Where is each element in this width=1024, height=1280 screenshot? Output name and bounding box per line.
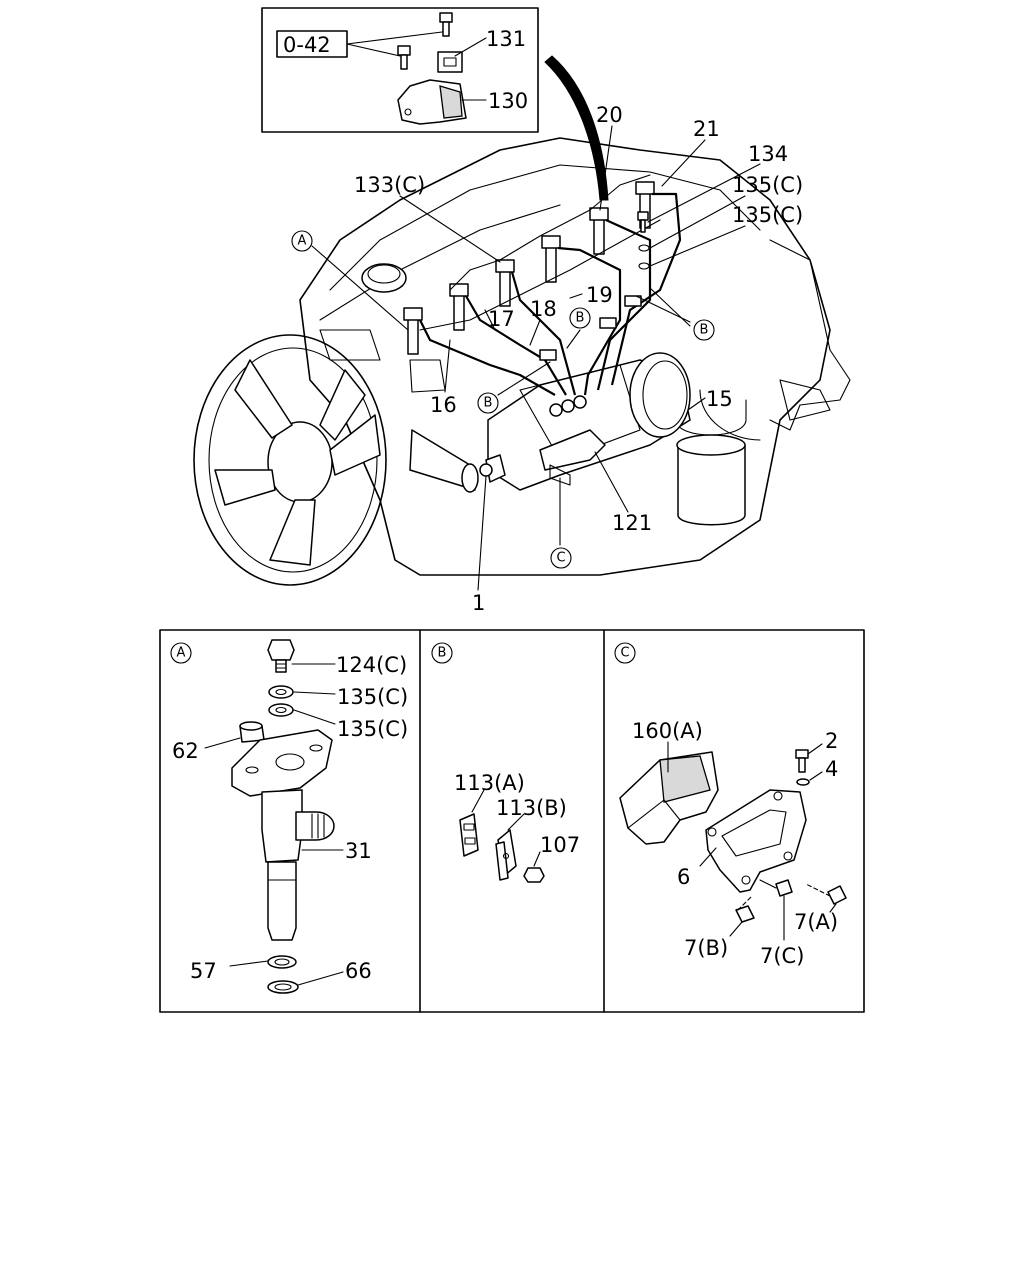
callout-16: 16 bbox=[430, 393, 457, 417]
panel-c-label-6: 6 bbox=[677, 865, 690, 889]
panel-a-label-135c-upper: 135(C) bbox=[337, 685, 408, 709]
gasket-66 bbox=[267, 980, 299, 994]
clamp-113b bbox=[495, 829, 517, 881]
washer-57 bbox=[267, 955, 297, 969]
washer-4 bbox=[796, 778, 810, 786]
panel-b-label-107: 107 bbox=[540, 833, 580, 857]
panel-c-label-7b: 7(B) bbox=[684, 936, 728, 960]
svg-text:A: A bbox=[177, 646, 186, 661]
injector-1 bbox=[407, 317, 419, 355]
callout-134: 134 bbox=[748, 142, 788, 166]
washer-135c-upper bbox=[268, 685, 294, 699]
oil-filler-cap bbox=[361, 263, 407, 293]
inset-frame bbox=[261, 7, 539, 133]
callout-19: 19 bbox=[586, 283, 613, 307]
callout-133c: 133(C) bbox=[354, 173, 425, 197]
panel-a-marker: A bbox=[170, 642, 192, 664]
panel-c-marker: C bbox=[614, 642, 636, 664]
panel-c-bracket-detail: C bbox=[614, 642, 847, 968]
clamp-113a bbox=[459, 813, 479, 857]
oil-filter bbox=[675, 399, 747, 526]
engine-assembly bbox=[299, 137, 851, 576]
panel-a-label-135c-lower: 135(C) bbox=[337, 717, 408, 741]
injection-pump bbox=[479, 352, 691, 491]
panel-c-label-160a: 160(A) bbox=[632, 719, 703, 743]
nut-62 bbox=[239, 721, 265, 743]
callout-15: 15 bbox=[706, 387, 733, 411]
marker-c-main: C bbox=[550, 547, 572, 569]
panel-b-label-113b: 113(B) bbox=[496, 796, 567, 820]
callout-18: 18 bbox=[530, 297, 557, 321]
panel-c-label-4: 4 bbox=[825, 757, 838, 781]
callout-21: 21 bbox=[693, 117, 720, 141]
panel-c-label-7a: 7(A) bbox=[794, 910, 838, 934]
injector-5 bbox=[593, 217, 605, 255]
panel-a-injector-detail: A bbox=[170, 639, 408, 994]
pump-governor bbox=[629, 352, 691, 438]
callout-121: 121 bbox=[612, 511, 652, 535]
detail-panels-frame bbox=[159, 629, 865, 1013]
panel-a-label-62: 62 bbox=[172, 739, 199, 763]
svg-text:B: B bbox=[438, 646, 447, 661]
panel-c-label-7c: 7(C) bbox=[760, 944, 804, 968]
fuel-injection-lines bbox=[403, 174, 682, 396]
svg-text:C: C bbox=[556, 551, 565, 566]
panel-b-label-113a: 113(A) bbox=[454, 771, 525, 795]
panel-a-label-66: 66 bbox=[345, 959, 372, 983]
callout-135c-upper: 135(C) bbox=[732, 173, 803, 197]
panel-b-marker: B bbox=[431, 642, 453, 664]
panel-a-label-57: 57 bbox=[190, 959, 217, 983]
cooling-fan bbox=[193, 334, 387, 586]
callout-1: 1 bbox=[472, 591, 485, 615]
bolt-7b bbox=[735, 895, 755, 923]
injector-4 bbox=[545, 245, 557, 283]
callout-17: 17 bbox=[488, 307, 515, 331]
svg-text:B: B bbox=[484, 396, 493, 411]
detail-arrow bbox=[544, 55, 609, 201]
eye-bolt-124c bbox=[267, 639, 295, 673]
washer-135c-lower bbox=[268, 703, 294, 717]
bolt-7a bbox=[805, 883, 847, 905]
marker-b-main-2: B bbox=[693, 319, 715, 341]
injector-2 bbox=[453, 293, 465, 331]
callout-131: 131 bbox=[486, 27, 526, 51]
cover-160a bbox=[619, 751, 719, 845]
panel-a-label-31: 31 bbox=[345, 839, 372, 863]
callout-20: 20 bbox=[596, 103, 623, 127]
detail-panels bbox=[159, 629, 865, 1013]
bracket-6 bbox=[705, 789, 807, 893]
engine-block-outline bbox=[299, 137, 831, 576]
injector-clamp bbox=[231, 729, 333, 797]
inset-clip-131 bbox=[437, 51, 463, 73]
bolt-7c bbox=[759, 879, 793, 897]
marker-a-main: A bbox=[291, 230, 313, 252]
bolt-2 bbox=[795, 749, 809, 773]
panel-c-label-2: 2 bbox=[825, 729, 838, 753]
marker-b-main-1: B bbox=[569, 307, 591, 329]
callout-135c-lower: 135(C) bbox=[732, 203, 803, 227]
callout-130: 130 bbox=[488, 89, 528, 113]
svg-text:C: C bbox=[620, 646, 629, 661]
marker-b-main-3: B bbox=[477, 392, 499, 414]
svg-text:B: B bbox=[576, 311, 585, 326]
inset-detail-box: 0-42 131 130 bbox=[261, 7, 539, 133]
reference-box-label: 0-42 bbox=[283, 33, 331, 57]
injection-nozzle-31 bbox=[261, 789, 335, 941]
nut-107 bbox=[523, 867, 545, 883]
svg-text:A: A bbox=[298, 234, 307, 249]
panel-b-clamp-detail: B 113(A) 113(B) 107 bbox=[431, 642, 580, 883]
inset-bolt-lower bbox=[397, 45, 411, 70]
svg-text:B: B bbox=[700, 323, 709, 338]
panel-a-label-124c: 124(C) bbox=[336, 653, 407, 677]
inset-bolt-upper bbox=[439, 12, 453, 37]
main-callout-leaders bbox=[311, 125, 761, 591]
